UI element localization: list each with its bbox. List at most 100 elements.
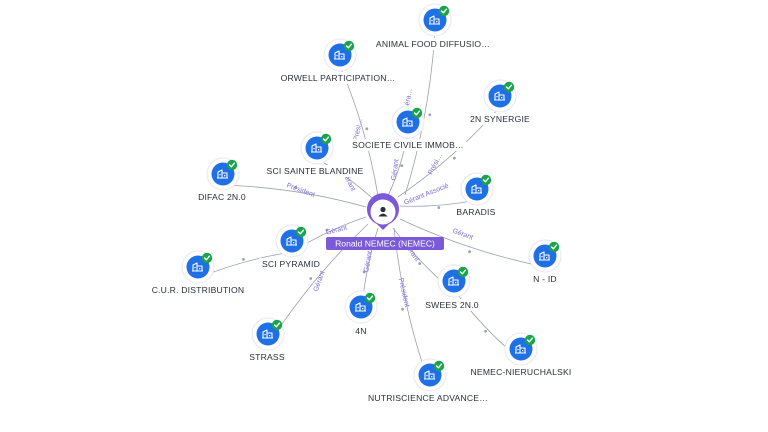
edge-role-label: Président [397, 277, 410, 307]
company-node-nid[interactable]: N - ID [525, 239, 565, 285]
check-badge-icon [226, 159, 238, 171]
person-label: Ronald NEMEC (NEMEC) [335, 239, 435, 249]
edge-arrow-societe [400, 164, 404, 168]
edge-arrow-nierucha [484, 329, 487, 333]
company-node-nierucha[interactable]: NEMEC-NIERUCHALSKI [470, 332, 572, 378]
company-label: STRASS [249, 352, 285, 362]
company-node-pyramid[interactable]: SCI PYRAMID [258, 224, 324, 270]
company-node-cur[interactable]: C.U.R. DISTRIBUTION [145, 250, 251, 296]
check-badge-icon [524, 334, 536, 346]
company-label: ORWELL PARTICIPATION… [281, 73, 396, 83]
company-label-bg [192, 191, 252, 203]
company-label: SOCIETE CIVILE IMMOB… [352, 140, 464, 150]
building-icon [286, 236, 297, 246]
check-badge-icon [433, 360, 445, 372]
edge-role-label: Prési… [427, 153, 444, 177]
building-icon [355, 302, 366, 312]
company-label: ANIMAL FOOD DIFFUSIO… [376, 39, 490, 49]
check-badge-icon [457, 266, 469, 278]
edge-arrow-swees [418, 262, 422, 266]
building-icon [494, 91, 505, 101]
edge-arrow-fourn [362, 270, 366, 274]
building-icon [429, 15, 440, 25]
edge-role-label: Gérant [363, 251, 374, 273]
check-badge-icon [271, 319, 283, 331]
check-badge-icon [364, 292, 376, 304]
company-label-bg [349, 139, 467, 151]
company-label: C.U.R. DISTRIBUTION [152, 285, 245, 295]
company-label: SWEES 2N.0 [425, 300, 479, 310]
company-label: 2N SYNERGIE [470, 114, 530, 124]
edge-role-label: Gérant Associé [403, 182, 450, 206]
edge-arrow-nutri [401, 307, 404, 311]
building-icon [402, 117, 413, 127]
edge-role-label: Géra… [403, 88, 414, 111]
company-node-baradis[interactable]: BARADIS [453, 172, 499, 218]
check-badge-icon [295, 226, 307, 238]
check-badge-icon [343, 40, 355, 52]
company-node-swees[interactable]: SWEES 2N.0 [422, 264, 482, 311]
company-node-nutri[interactable]: NUTRISCIENCE ADVANCE… [368, 358, 488, 404]
person-icon [378, 206, 388, 217]
company-label-bg [453, 206, 499, 218]
company-node-blandine[interactable]: SCI SAINTE BLANDINE [262, 131, 368, 177]
building-icon [448, 276, 459, 286]
edge-arrow-orwell [365, 127, 369, 131]
company-label-bg [279, 72, 397, 84]
building-icon [539, 251, 550, 261]
edge-role-label: Gérant [325, 224, 348, 236]
building-icon [311, 143, 322, 153]
edge-arrow-synergie [453, 156, 456, 160]
company-node-strass[interactable]: STRASS [247, 317, 287, 363]
check-badge-icon [548, 241, 560, 253]
center-person[interactable]: Ronald NEMEC (NEMEC) [326, 193, 444, 250]
edge-difac [222, 184, 367, 208]
company-label: N - ID [533, 274, 557, 284]
company-node-synergie[interactable]: 2N SYNERGIE [467, 79, 533, 125]
company-label: NUTRISCIENCE ADVANCE… [368, 393, 488, 403]
building-icon [192, 262, 203, 272]
edge-arrow-nid [468, 250, 472, 254]
company-label-bg [258, 258, 324, 270]
company-label-bg [470, 366, 572, 378]
company-label: 4N [355, 326, 366, 336]
company-label: BARADIS [456, 207, 495, 217]
company-node-societe[interactable]: SOCIETE CIVILE IMMOB… [349, 105, 467, 151]
company-label: SCI PYRAMID [262, 259, 320, 269]
check-badge-icon [503, 81, 515, 93]
company-label-bg [145, 284, 251, 296]
edge-arrow-strass [309, 277, 313, 280]
check-badge-icon [438, 5, 450, 17]
edge-nid [399, 218, 546, 268]
company-node-orwell[interactable]: ORWELL PARTICIPATION… [279, 38, 397, 84]
company-label-bg [351, 325, 371, 337]
company-label: DIFAC 2N.0 [198, 192, 246, 202]
company-label-bg [369, 392, 487, 404]
company-node-fourn[interactable]: 4N [344, 290, 378, 337]
check-badge-icon [411, 107, 423, 119]
company-node-difac[interactable]: DIFAC 2N.0 [192, 157, 252, 203]
edge-arrow-baradis [437, 206, 441, 210]
building-icon [471, 184, 482, 194]
check-badge-icon [320, 133, 332, 145]
edge-arrow-pyramid [325, 228, 329, 232]
building-icon [262, 329, 273, 339]
company-label-bg [247, 351, 287, 363]
edge-role-label: Prési… [353, 118, 365, 142]
building-icon [334, 50, 345, 60]
company-label-bg [467, 113, 533, 125]
check-badge-icon [480, 174, 492, 186]
building-icon [424, 370, 435, 380]
company-node-animal[interactable]: ANIMAL FOOD DIFFUSIO… [374, 3, 492, 50]
check-badge-icon [201, 252, 213, 264]
edge-arrow-animal [428, 113, 432, 117]
company-label: SCI SAINTE BLANDINE [267, 166, 364, 176]
company-label-bg [422, 299, 482, 311]
edge-animal [404, 30, 436, 196]
company-label: NEMEC-NIERUCHALSKI [470, 367, 571, 377]
company-label-bg [374, 38, 492, 50]
edge-arrow-difac [294, 186, 298, 189]
edge-arrow-cur [242, 257, 245, 261]
edge-role-label: Gérant [451, 228, 474, 242]
